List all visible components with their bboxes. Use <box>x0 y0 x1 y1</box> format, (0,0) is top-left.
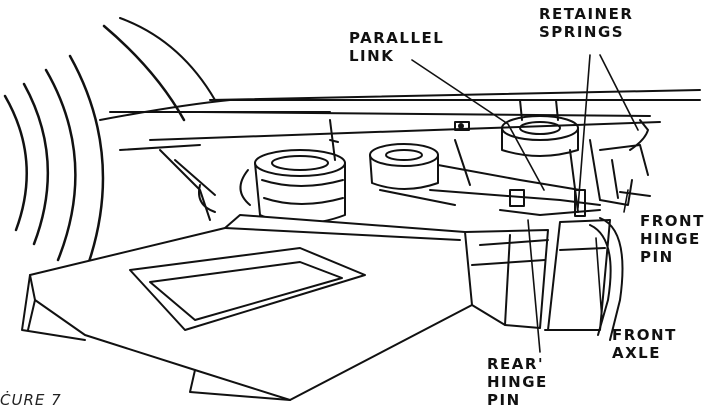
leader-rear-hinge-pin <box>527 219 541 353</box>
mower-deck <box>21 214 611 401</box>
label-front-hinge-pin: FRONT HINGE PIN <box>640 212 705 266</box>
figure-caption: ĊURE 7 <box>0 391 62 409</box>
belt-and-linkage <box>239 119 649 217</box>
leader-front-hinge-pin <box>623 189 629 213</box>
label-retainer-springs: RETAINER SPRINGS <box>539 5 634 41</box>
leader-parallel-link <box>411 59 545 191</box>
tractor-frame <box>99 17 701 221</box>
leader-front-axle <box>595 237 603 321</box>
leader-retainer-springs-b <box>599 54 639 131</box>
pulley-housings <box>254 99 579 225</box>
label-parallel-link: PARALLEL LINK <box>349 29 445 65</box>
label-front-axle: FRONT AXLE <box>612 326 677 362</box>
leader-lines <box>411 54 639 353</box>
front-axle-assembly <box>589 179 651 341</box>
rear-wheel-arcs <box>3 24 186 278</box>
label-rear-hinge-pin: REAR' HINGE PIN <box>487 355 548 409</box>
leader-retainer-springs-a <box>577 54 591 209</box>
